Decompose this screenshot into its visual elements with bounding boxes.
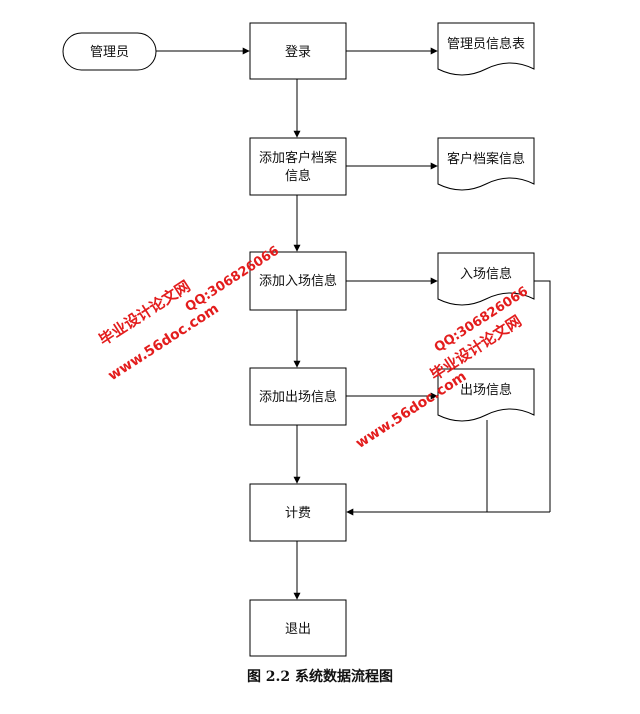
node-entry-info-label: 入场信息 xyxy=(460,266,512,282)
process-box xyxy=(249,483,347,542)
node-exit-info-label: 出场信息 xyxy=(460,382,512,398)
document-shape xyxy=(437,137,535,191)
document-shape xyxy=(437,22,535,76)
process-box xyxy=(249,367,347,426)
watermark-left-url: www.56doc.com xyxy=(105,301,221,384)
process-box xyxy=(249,22,347,80)
node-admin-table-label: 管理员信息表 xyxy=(447,36,525,52)
node-add-exit-label: 添加出场信息 xyxy=(259,389,337,405)
process-box xyxy=(249,251,347,311)
node-entry-info: 入场信息 xyxy=(437,252,535,306)
node-login: 登录 xyxy=(249,22,347,80)
node-login-label: 登录 xyxy=(285,45,311,60)
node-logout: 退出 xyxy=(249,599,347,657)
node-admin: 管理员 xyxy=(62,32,157,71)
node-add-entry-label: 添加入场信息 xyxy=(259,273,337,289)
document-shape xyxy=(437,368,535,422)
node-add-exit: 添加出场信息 xyxy=(249,367,347,426)
node-admin-label: 管理员 xyxy=(90,45,129,60)
process-box xyxy=(249,137,347,196)
figure-caption: 图 2.2 系统数据流程图 xyxy=(247,668,393,685)
node-admin-table: 管理员信息表 xyxy=(437,22,535,76)
node-logout-label: 退出 xyxy=(285,622,311,637)
node-add-customer-label-line1: 添加客户档案 xyxy=(259,150,337,166)
node-add-customer-label-line2: 信息 xyxy=(285,168,311,184)
node-exit-info: 出场信息 xyxy=(437,368,535,422)
node-billing-label: 计费 xyxy=(285,506,311,521)
node-billing: 计费 xyxy=(249,483,347,542)
line-entry-info-to-billing xyxy=(534,280,551,512)
node-customer-info: 客户档案信息 xyxy=(437,137,535,191)
document-shape xyxy=(437,252,535,306)
node-add-entry: 添加入场信息 xyxy=(249,251,347,311)
connectors xyxy=(156,47,551,600)
node-customer-info-label: 客户档案信息 xyxy=(447,151,525,167)
terminator-shape xyxy=(62,32,157,71)
node-add-customer: 添加客户档案 信息 xyxy=(249,137,347,196)
watermark-right: QQ:306826066 毕业设计论文网 www.56doc.com xyxy=(353,284,531,452)
process-box xyxy=(249,599,347,657)
